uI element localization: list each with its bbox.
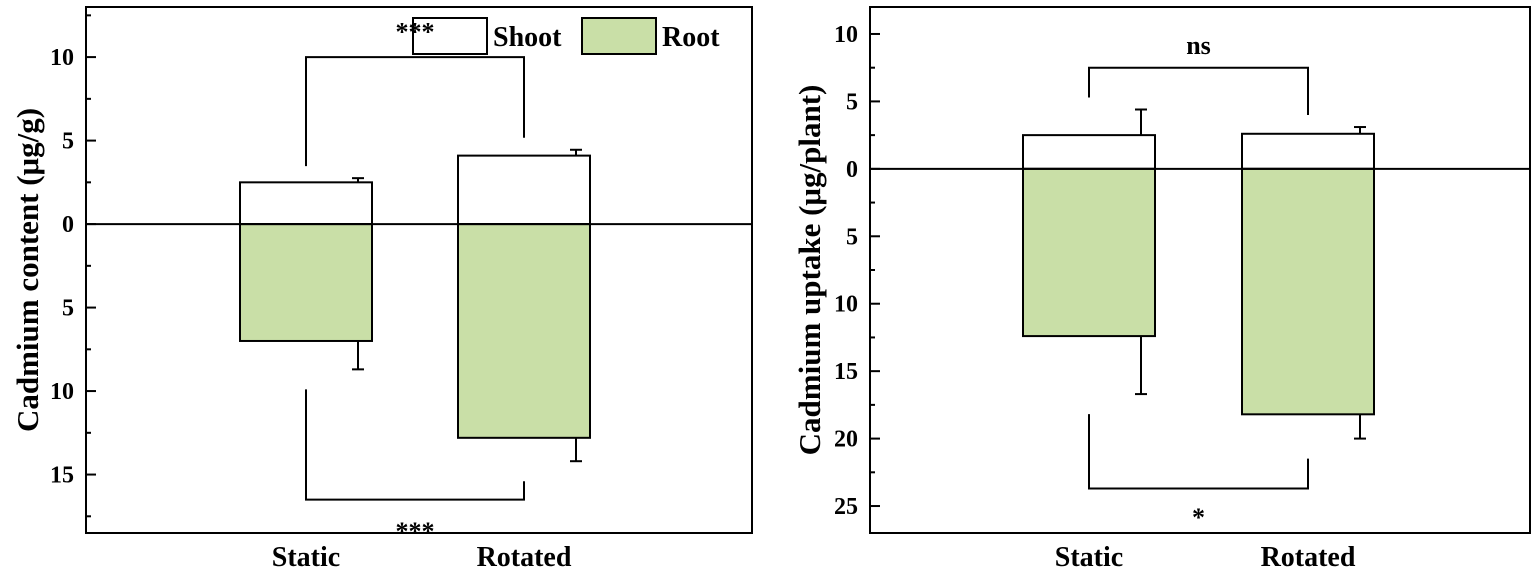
panel-cadmium-content: Cadmium content (μg/g) Shoot Root 10 5 0 5 1… <box>10 6 753 573</box>
y-axis-label: Cadmium uptake (μg/plant) <box>792 85 827 456</box>
bar-shoot-rotated <box>457 154 591 226</box>
y-tick-label: 5 <box>846 224 858 250</box>
significance-bracket-shoot <box>305 56 525 167</box>
y-tick-label: 10 <box>50 379 74 405</box>
y-tick-label: 10 <box>50 45 74 71</box>
panel-cadmium-uptake: Cadmium uptake (μg/plant) 10 5 0 5 10 15 20 25 n… <box>792 6 1531 573</box>
legend-swatch-root <box>581 17 657 55</box>
y-tick-label: 0 <box>846 157 858 183</box>
legend-swatch-shoot <box>412 17 488 55</box>
significance-bracket-root <box>1088 414 1309 490</box>
bar-root-rotated <box>1241 167 1375 416</box>
y-tick-label: 10 <box>834 22 858 48</box>
plot-frame <box>869 6 1531 534</box>
x-category-label: Static <box>1055 542 1123 573</box>
bar-shoot-static <box>239 181 373 226</box>
significance-label-shoot: ns <box>1186 31 1211 60</box>
bar-root-static <box>1022 167 1156 338</box>
y-tick-label: 5 <box>62 296 74 322</box>
y-tick-label: 15 <box>50 463 74 489</box>
significance-bracket-shoot <box>1088 66 1309 116</box>
x-category-label: Rotated <box>477 542 572 573</box>
x-category-label: Static <box>272 542 340 573</box>
significance-label-root: *** <box>396 517 435 546</box>
y-tick-label: 15 <box>834 359 858 385</box>
bar-root-rotated <box>457 223 591 439</box>
y-axis-label: Cadmium content (μg/g) <box>10 108 45 432</box>
bar-shoot-rotated <box>1241 132 1375 170</box>
legend-label-root: Root <box>662 22 720 53</box>
bar-shoot-static <box>1022 134 1156 170</box>
y-tick-label: 25 <box>834 494 858 520</box>
legend-label-shoot: Shoot <box>493 22 562 53</box>
y-tick-label: 20 <box>834 427 858 453</box>
x-category-label: Rotated <box>1261 542 1356 573</box>
y-tick-label: 5 <box>846 89 858 115</box>
significance-label-root: * <box>1192 503 1205 532</box>
plot-frame <box>85 6 753 534</box>
y-tick-label: 5 <box>62 129 74 155</box>
significance-label-shoot: *** <box>396 17 435 46</box>
legend: Shoot Root <box>412 17 720 55</box>
y-tick-label: 0 <box>62 212 74 238</box>
significance-bracket-root <box>305 389 525 501</box>
y-tick-label: 10 <box>834 292 858 318</box>
bar-root-static <box>239 223 373 342</box>
